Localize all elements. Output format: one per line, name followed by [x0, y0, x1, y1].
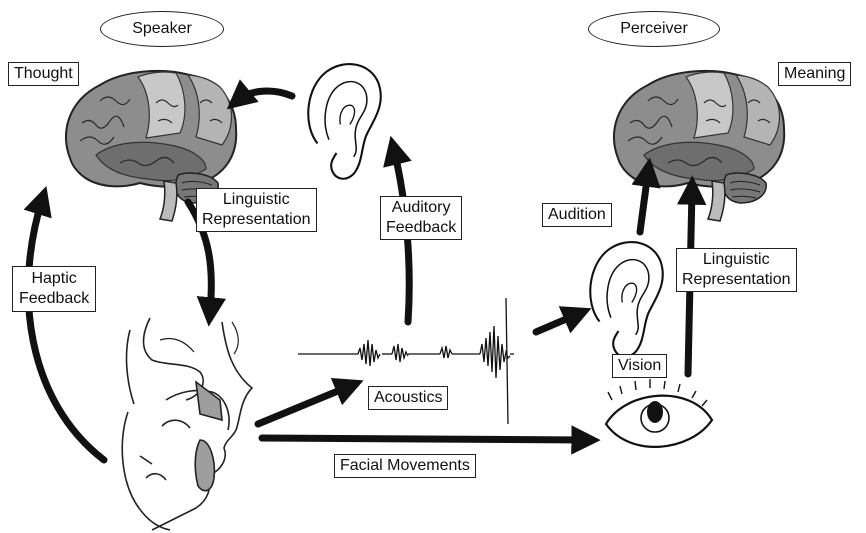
arrow-mouth-to-acoustics	[258, 386, 350, 424]
linguistic-representation-perceiver-label: Linguistic Representation	[676, 248, 797, 292]
acoustics-label: Acoustics	[368, 386, 448, 410]
auditory-feedback-label: Auditory Feedback	[380, 196, 462, 240]
thought-label: Thought	[8, 62, 79, 86]
audition-label: Audition	[542, 203, 612, 227]
vision-label: Vision	[612, 354, 667, 378]
perceiver-ear-icon	[590, 242, 663, 357]
speaker-title: Speaker	[132, 20, 192, 37]
linguistic-representation-speaker-label: Linguistic Representation	[196, 188, 317, 232]
arrow-ear-to-brain	[238, 91, 292, 100]
speaker-ear-icon	[308, 64, 381, 179]
haptic-feedback-label: Haptic Feedback	[12, 266, 96, 312]
facial-movements-label: Facial Movements	[334, 454, 476, 478]
vocal-tract-icon	[122, 318, 252, 530]
perceiver-title: Perceiver	[620, 20, 688, 37]
perceiver-brain-icon	[614, 71, 784, 221]
meaning-label: Meaning	[778, 62, 851, 86]
arrow-facial-movements	[262, 438, 586, 440]
perceiver-oval: Perceiver	[588, 11, 720, 47]
arrow-acoustics-to-ear	[536, 314, 578, 332]
arrow-haptic-feedback	[28, 200, 104, 460]
speaker-oval: Speaker	[100, 11, 224, 47]
eye-icon	[606, 379, 712, 447]
